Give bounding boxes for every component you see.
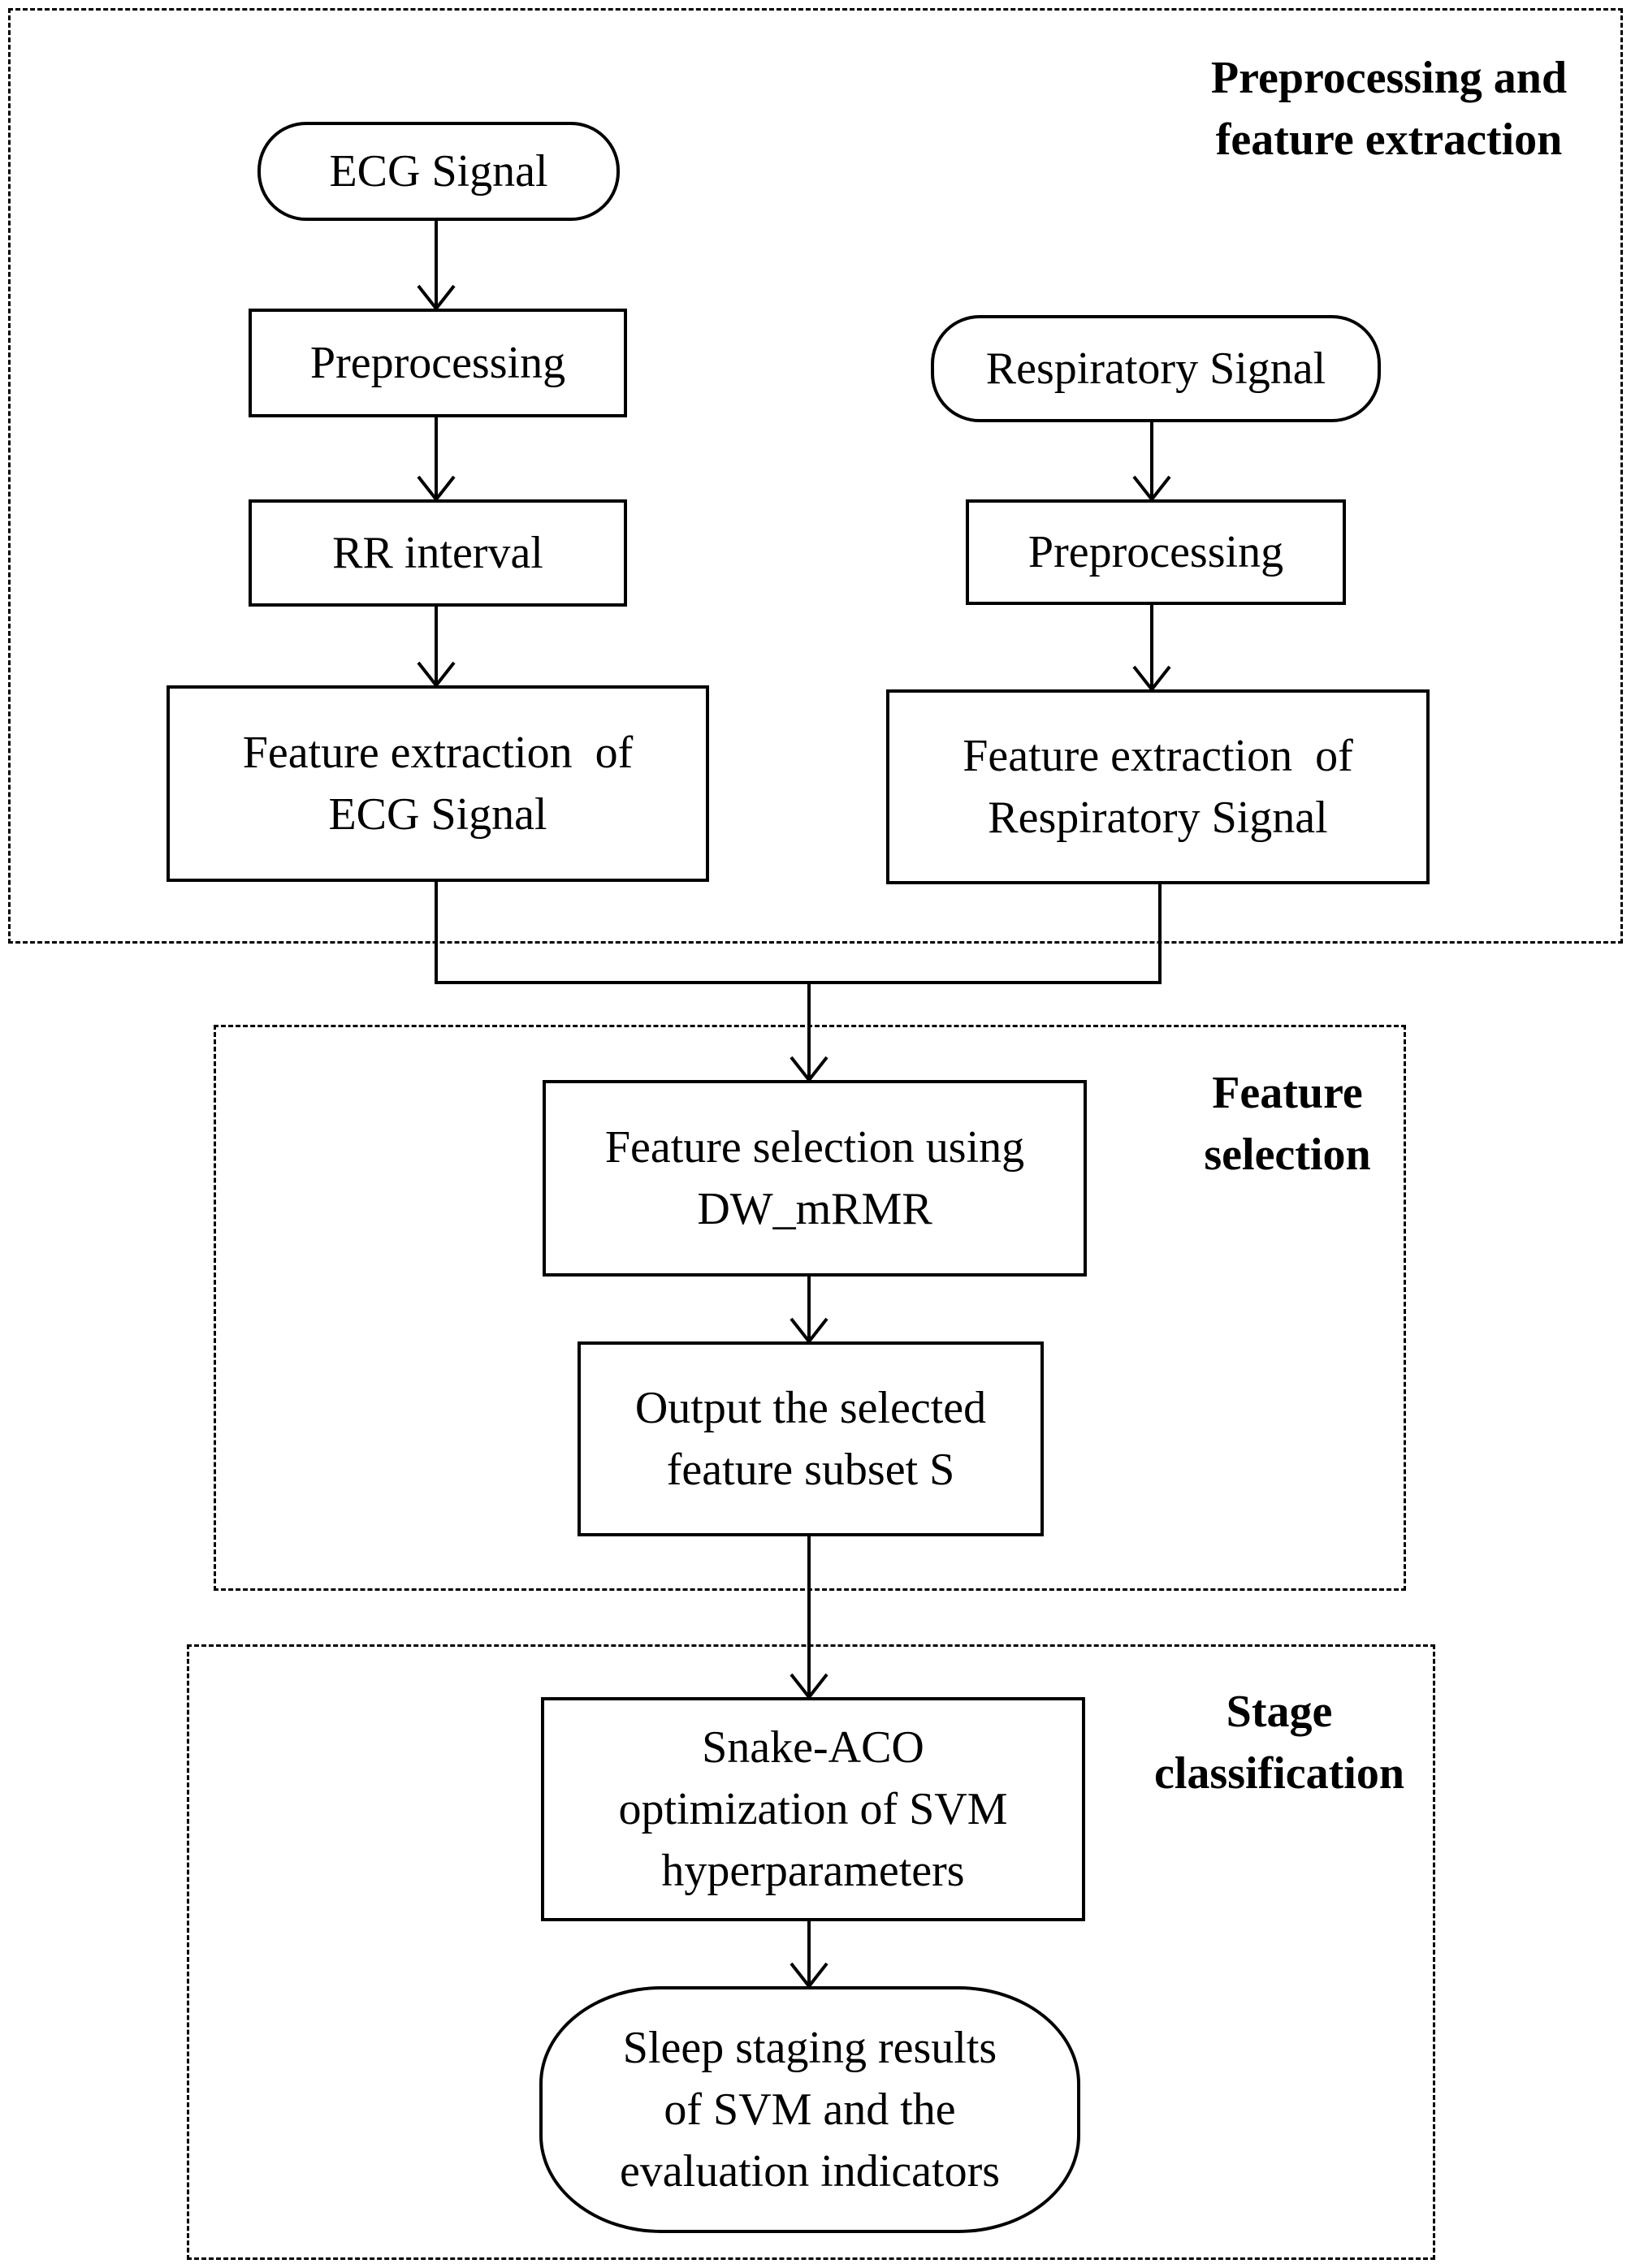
node-resp-feature-extraction: Feature extraction of Respiratory Signal (886, 689, 1430, 884)
group-label-stage-classification-line2: classification (1154, 1748, 1404, 1799)
node-feature-selection-line1: Feature selection using (604, 1122, 1025, 1173)
node-output-subset: Output the selected feature subset S (578, 1341, 1044, 1536)
node-respiratory-signal: Respiratory Signal (931, 315, 1381, 422)
node-snake-aco-line2: optimization of SVM (618, 1784, 1008, 1834)
node-ecg-preprocessing: Preprocessing (249, 309, 627, 417)
node-rr-interval: RR interval (249, 499, 627, 607)
node-feature-selection-dw-mrmr: Feature selection using DW_mRMR (543, 1080, 1087, 1277)
node-resp-feature-extraction-line1: Feature extraction of (963, 731, 1353, 781)
node-rr-interval-text: RR interval (332, 528, 543, 578)
node-ecg-feature-extraction: Feature extraction of ECG Signal (167, 685, 709, 882)
group-label-feature-selection: Feature selection (1170, 1062, 1405, 1186)
node-respiratory-signal-text: Respiratory Signal (985, 343, 1326, 394)
node-feature-selection-line2: DW_mRMR (697, 1184, 932, 1234)
node-ecg-feature-extraction-line2: ECG Signal (328, 789, 547, 840)
edge-ecg-feature-to-merge (435, 879, 1162, 984)
node-results: Sleep staging results of SVM and the eva… (539, 1986, 1080, 2233)
node-ecg-signal-text: ECG Signal (329, 146, 548, 197)
node-ecg-feature-extraction-line1: Feature extraction of (242, 728, 634, 778)
node-snake-aco-line3: hyperparameters (661, 1846, 965, 1896)
node-resp-preprocessing-text: Preprocessing (1027, 527, 1284, 577)
node-resp-preprocessing: Preprocessing (966, 499, 1346, 605)
node-results-line2: of SVM and the (664, 2084, 956, 2135)
node-ecg-signal: ECG Signal (257, 122, 620, 221)
node-ecg-preprocessing-text: Preprocessing (309, 338, 566, 388)
group-label-feature-selection-line2: selection (1204, 1130, 1371, 1180)
node-snake-aco-line1: Snake-ACO (702, 1722, 924, 1773)
group-label-preprocessing-line2: feature extraction (1215, 114, 1563, 165)
node-resp-feature-extraction-line2: Respiratory Signal (988, 793, 1328, 843)
group-stage-classification (187, 1644, 1435, 2260)
group-label-preprocessing-line1: Preprocessing and (1210, 53, 1568, 103)
group-label-stage-classification-line1: Stage (1226, 1687, 1333, 1737)
group-label-preprocessing: Preprocessing and feature extraction (1170, 47, 1608, 171)
node-snake-aco: Snake-ACO optimization of SVM hyperparam… (541, 1697, 1085, 1921)
node-output-subset-line2: feature subset S (666, 1445, 955, 1495)
group-label-feature-selection-line1: Feature (1212, 1068, 1363, 1118)
node-results-line3: evaluation indicators (619, 2146, 1001, 2197)
group-label-stage-classification: Stage classification (1121, 1681, 1438, 1804)
node-output-subset-line1: Output the selected (634, 1383, 987, 1433)
group-preprocessing-feature-extraction (8, 8, 1623, 944)
node-results-line1: Sleep staging results (622, 2023, 997, 2073)
